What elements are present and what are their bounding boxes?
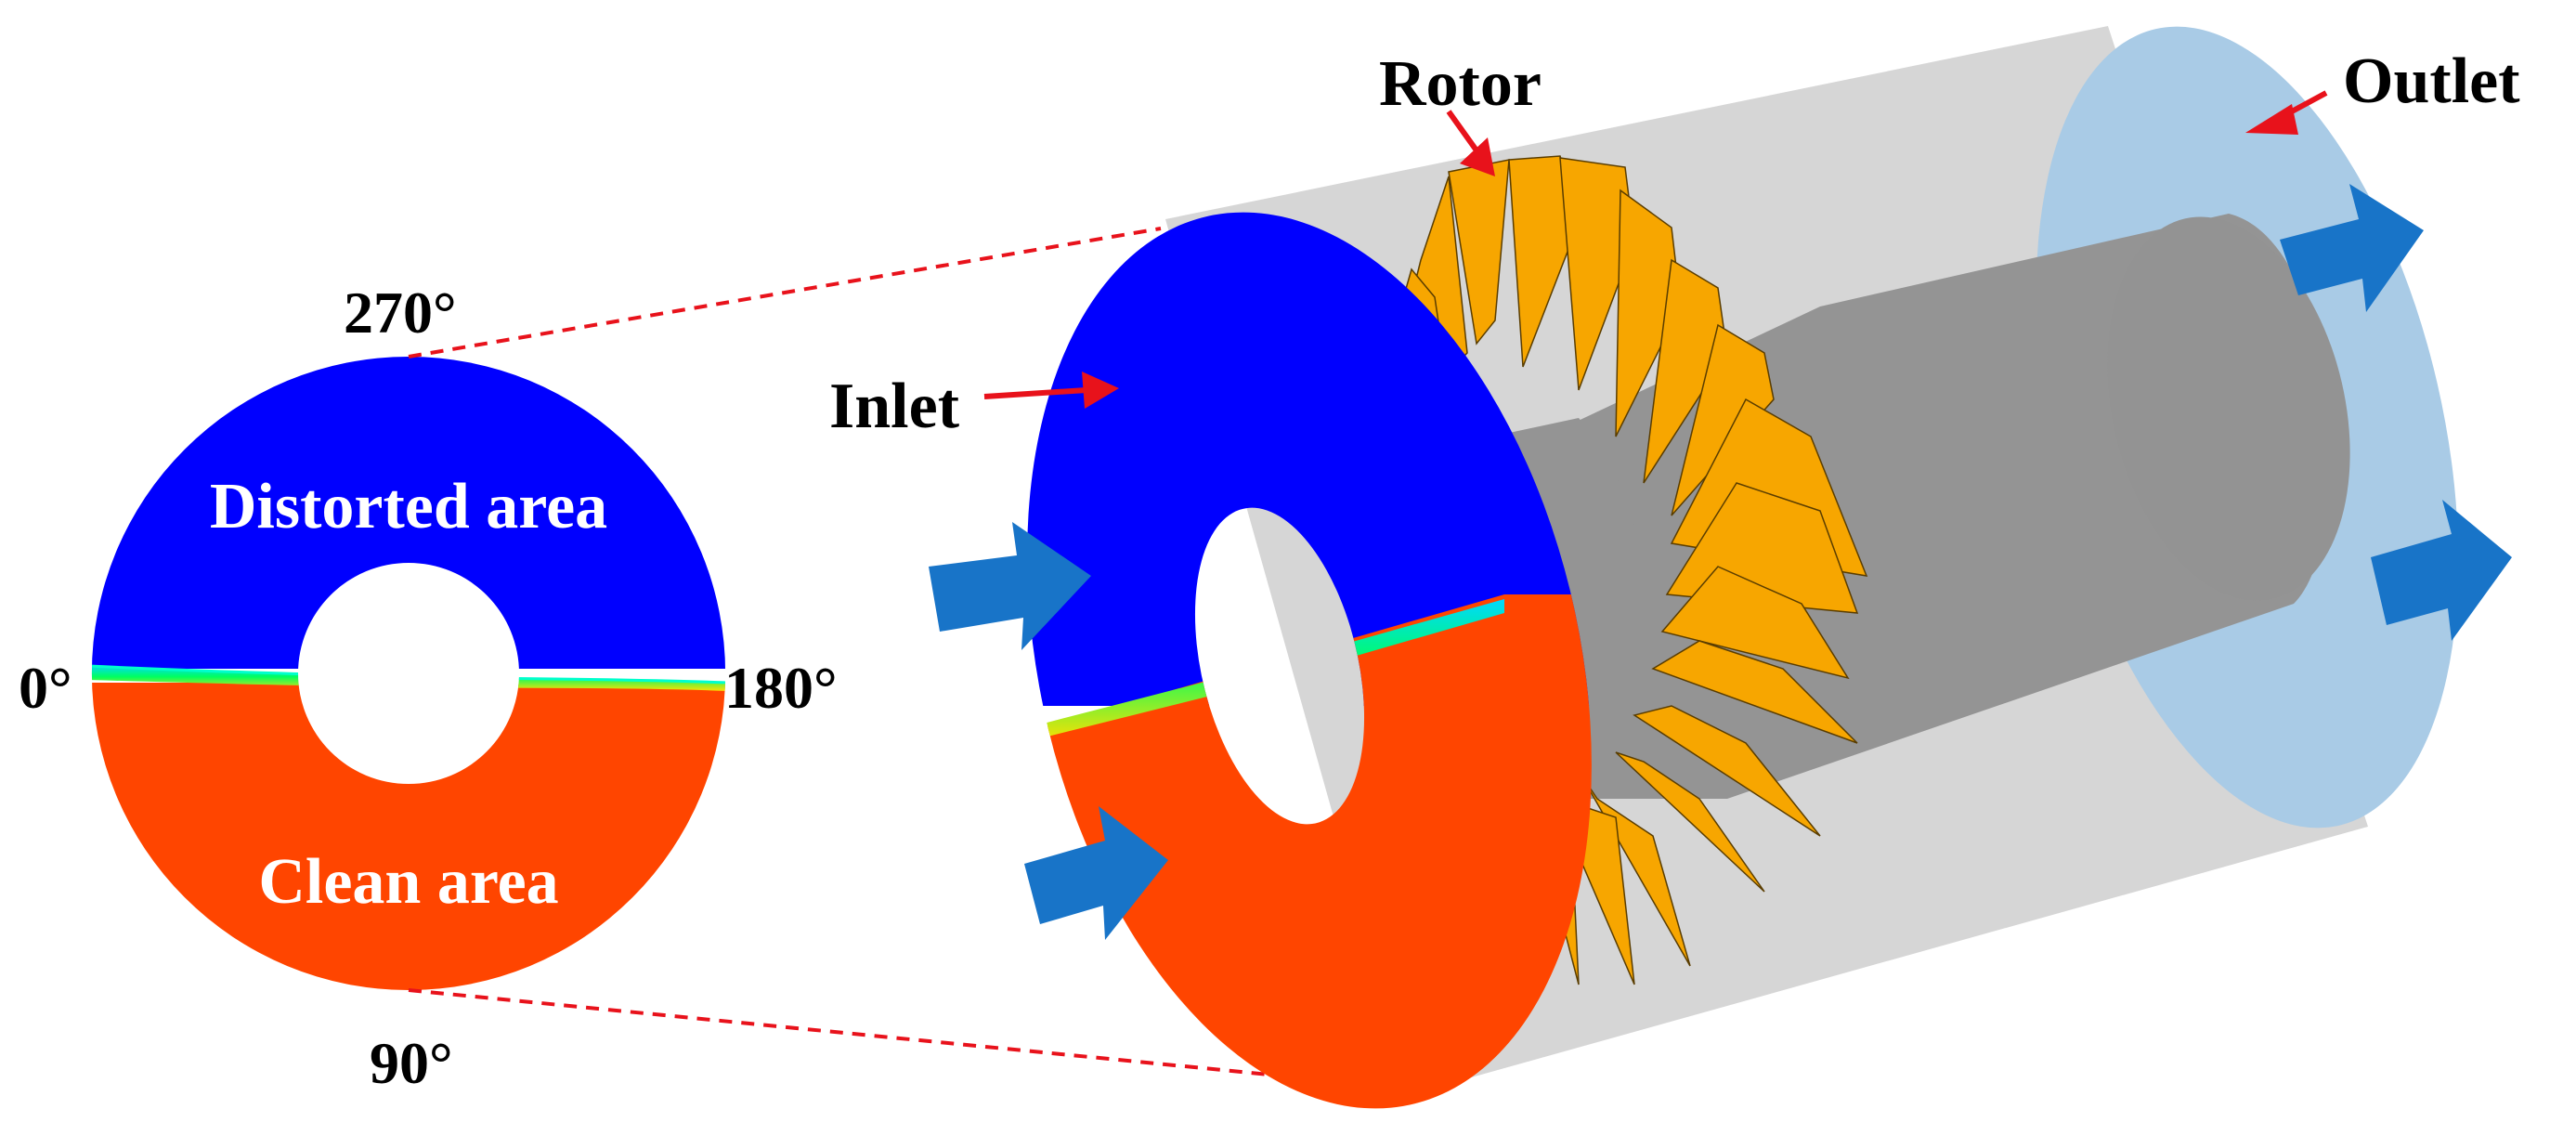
clean-area-region [91,683,726,990]
angle-label-0: 0° [19,655,72,721]
rotor-pointer-arrow-icon [1446,110,1495,176]
angle-label-270: 270° [344,280,457,346]
pointer-arrows [983,90,2328,409]
distorted-area-label: Distorted area [210,471,607,542]
flow-arrow-icon [1024,806,1168,940]
outlet-pointer-arrow-icon [2245,90,2328,135]
projection-line-top [408,227,1162,359]
rotor-blade [1651,640,1858,744]
rotor-blade [1615,751,1765,893]
flow-arrow-icon [2371,500,2512,641]
inlet-label: Inlet [829,371,959,442]
rotor-label: Rotor [1379,48,1542,120]
angle-label-180: 180° [724,655,838,721]
flow-arrows [929,184,2512,940]
angle-label-90: 90° [370,1030,453,1096]
rotor-blade [1660,566,1850,680]
flow-arrow-icon [2280,184,2424,312]
hub-end [2107,216,2350,601]
rotor-blade [1633,705,1821,837]
clean-area-label: Clean area [258,846,558,918]
flow-arrow-icon [929,522,1091,650]
inlet-pointer-arrow-icon [983,372,1119,409]
outlet-label: Outlet [2343,46,2520,117]
rotor-blade [1671,323,1775,516]
projection-line-bottom [408,988,1412,1090]
